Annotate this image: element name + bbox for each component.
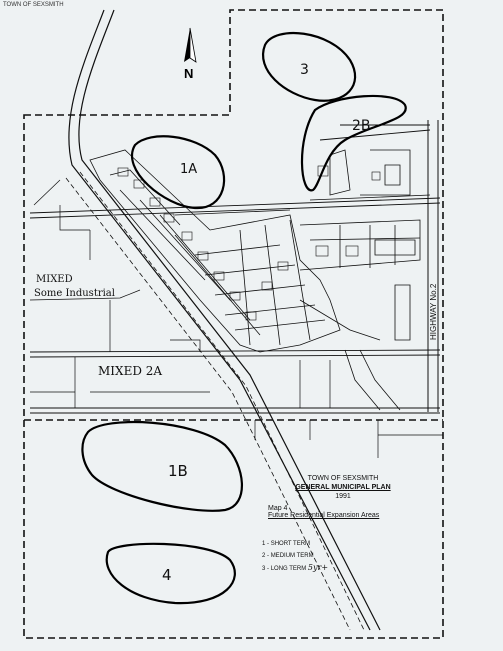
area-4-outline bbox=[105, 542, 236, 605]
major-roads bbox=[29, 124, 441, 414]
parcel-lines bbox=[29, 179, 443, 458]
railway bbox=[65, 9, 381, 631]
legend-item: 2 - MEDIUM TERM bbox=[262, 553, 314, 559]
lot-blocks bbox=[117, 165, 381, 321]
svg-text:HIGHWAY No.2: HIGHWAY No.2 bbox=[429, 283, 438, 340]
legend-item: 1 - SHORT TERM bbox=[262, 541, 311, 547]
area-label-3: 3 bbox=[300, 62, 309, 78]
zone-mixed-2a-label: MIXED 2A bbox=[98, 364, 163, 378]
title-map-number: Map 4 bbox=[268, 505, 288, 512]
area-3-outline bbox=[262, 31, 357, 102]
town-grid bbox=[89, 149, 431, 411]
legend-item: 3 - LONG TERM 5yr+ bbox=[262, 563, 329, 572]
title-plan: GENERAL MUNICIPAL PLAN bbox=[295, 484, 391, 491]
zone-industrial-label: Some Industrial bbox=[34, 288, 115, 299]
title-year: 1991 bbox=[335, 493, 351, 500]
town-boundary bbox=[23, 9, 444, 639]
area-label-2b: 2B bbox=[352, 118, 371, 134]
area-label-1a: 1A bbox=[180, 162, 198, 177]
highway-2 bbox=[427, 120, 439, 412]
north-arrow: N bbox=[184, 27, 197, 81]
area-1a-outline bbox=[131, 135, 226, 210]
expansion-areas bbox=[81, 31, 407, 605]
highway-label: HIGHWAY No.2 bbox=[429, 283, 438, 340]
area-2b-outline bbox=[300, 94, 407, 192]
title-block: TOWN OF SEXSMITH GENERAL MUNICIPAL PLAN … bbox=[268, 474, 418, 519]
north-letter: N bbox=[184, 66, 193, 81]
area-label-4: 4 bbox=[162, 566, 172, 584]
corner-caption: TOWN OF SEXSMITH bbox=[3, 2, 64, 8]
zone-mixed-label: MIXED bbox=[36, 274, 73, 285]
title-subtitle: Future Residential Expansion Areas bbox=[268, 512, 380, 519]
area-label-1b: 1B bbox=[168, 462, 188, 480]
legend-long-term-note: 5yr+ bbox=[307, 563, 329, 572]
area-1b-outline bbox=[81, 420, 243, 512]
legend: 1 - SHORT TERM 2 - MEDIUM TERM 3 - LONG … bbox=[262, 538, 328, 575]
title-town: TOWN OF SEXSMITH bbox=[307, 475, 379, 482]
